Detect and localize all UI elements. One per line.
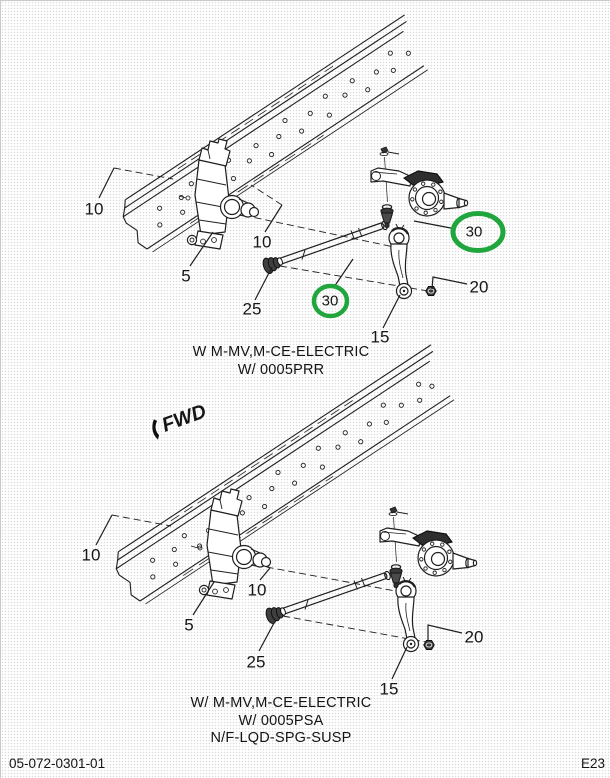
callout-label-frame-rail-mid: 10 bbox=[253, 233, 272, 252]
callout-label-drag-link: 25 bbox=[243, 300, 262, 319]
rail-bolt-holes bbox=[150, 381, 435, 580]
callout-label-frame-rail-left: 10 bbox=[85, 200, 104, 219]
fwd-label: FWD bbox=[159, 400, 209, 436]
callout-label-drag-link: 25 bbox=[247, 653, 266, 672]
caption-line-2: W/ 0005PSA bbox=[238, 712, 324, 729]
steering-arm-drawing-top bbox=[387, 222, 413, 300]
nut-drawing-top bbox=[425, 286, 437, 296]
drag-link-drawing-top bbox=[260, 220, 389, 276]
caption-line-1: W/ M-MV,M-CE-ELECTRIC bbox=[190, 695, 372, 711]
bottom-diagram: FWD bbox=[82, 344, 484, 699]
callout-leaders-top bbox=[98, 167, 468, 329]
callout-leaders-bottom bbox=[95, 514, 463, 680]
steering-gear-drawing-top bbox=[178, 138, 260, 250]
highlight-ellipse-knuckle-end bbox=[450, 211, 506, 253]
callout-label-frame-rail-left: 10 bbox=[82, 546, 101, 565]
document-number: 05-072-0301-01 bbox=[9, 756, 106, 771]
knuckle-drawing-bottom bbox=[379, 506, 478, 589]
nut-drawing-bottom bbox=[423, 640, 435, 650]
highlight-ellipse-drag-link bbox=[311, 283, 350, 319]
fwd-direction-marker: FWD bbox=[152, 400, 209, 440]
callout-label-steering-arm: 15 bbox=[371, 328, 390, 347]
assembly-axis-lines-bottom bbox=[111, 514, 427, 643]
callout-label-steering-gear: 5 bbox=[184, 616, 193, 635]
steering-arm-drawing-bottom bbox=[394, 575, 420, 653]
caption-line-1: W M-MV,M-CE-ELECTRIC bbox=[192, 344, 370, 360]
knuckle-drawing-top bbox=[370, 146, 469, 229]
highlighted-callout-label-30-right: 30 bbox=[466, 224, 483, 241]
top-diagram-caption: W M-MV,M-CE-ELECTRIC W/ 0005PRR bbox=[61, 344, 501, 379]
caption-line-2: W/ 0005PRR bbox=[237, 361, 325, 378]
highlighted-callout-label-30-left: 30 bbox=[322, 293, 339, 310]
callout-label-steering-arm: 15 bbox=[380, 680, 399, 699]
callout-label-steering-gear: 5 bbox=[181, 267, 190, 286]
page-code: E23 bbox=[580, 756, 605, 771]
caption-line-3: N/F-LQD-SPG-SUSP bbox=[210, 730, 352, 746]
drag-link-drawing-bottom bbox=[263, 570, 392, 626]
bottom-diagram-caption: W/ M-MV,M-CE-ELECTRIC W/ 0005PSA N/F-LQD… bbox=[61, 695, 501, 748]
callout-label-frame-rail-mid: 10 bbox=[248, 581, 267, 600]
rail-bolt-holes bbox=[157, 50, 411, 228]
top-diagram: 10 5 10 25 15 20 30 30 bbox=[85, 14, 506, 347]
callout-label-nut: 20 bbox=[465, 628, 484, 647]
callout-label-nut: 20 bbox=[470, 278, 489, 297]
fwd-arrow-icon bbox=[152, 419, 160, 440]
frame-rail-drawing-bottom bbox=[115, 344, 455, 605]
